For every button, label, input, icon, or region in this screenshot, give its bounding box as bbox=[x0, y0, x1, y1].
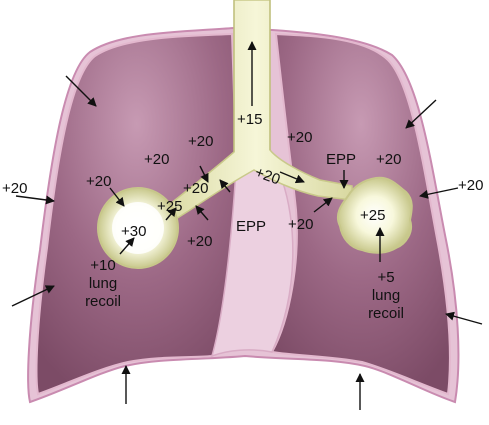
label-bronchus-left: +20 bbox=[183, 180, 208, 197]
trachea bbox=[158, 0, 353, 226]
epp-left-arrow bbox=[219, 179, 231, 193]
pressure-arrows bbox=[11, 41, 483, 410]
label-right-recoil-word1: lung bbox=[372, 287, 400, 304]
label-left-alveolus: +30 bbox=[121, 223, 146, 240]
bronchus-arrow-right bbox=[279, 171, 305, 184]
pleura-arrow-bronchus-bottom bbox=[195, 205, 209, 221]
label-outside-left: +20 bbox=[2, 180, 27, 197]
label-right-alveolus: +25 bbox=[360, 207, 385, 224]
label-left-bronchus-near-alveolus: +25 bbox=[157, 198, 182, 215]
label-outside-right: +20 bbox=[458, 177, 483, 194]
pleura-arrow-upper-right bbox=[405, 99, 437, 129]
pleura-arrow-right-bronchus bbox=[313, 197, 333, 213]
label-pleural-right-lower: +20 bbox=[288, 216, 313, 233]
pleura-arrow-mid-right bbox=[419, 187, 459, 199]
right-alveolus bbox=[336, 176, 413, 254]
pleura-arrow-bronchus-top bbox=[199, 165, 209, 183]
bronchus-arrow-left bbox=[165, 207, 177, 221]
pleura-arrow-upper-left bbox=[65, 75, 97, 107]
recoil-arrow-left bbox=[119, 237, 135, 255]
label-pleural-left-lower: +20 bbox=[187, 233, 212, 250]
left-alveolus-core bbox=[112, 202, 164, 254]
pleura-arrow-mid-left bbox=[15, 195, 55, 205]
label-pleural-bronchus-top: +20 bbox=[188, 133, 213, 150]
pressure-labels: +20 +20 +15 +20 +20 +20 +20 +20 +20 +25 … bbox=[2, 111, 483, 322]
label-right-recoil-value: +5 bbox=[377, 269, 394, 286]
pleura-arrow-lower-right bbox=[445, 311, 483, 325]
pleura-arrow-left-alveolus bbox=[109, 187, 125, 207]
label-pleural-upper-center: +20 bbox=[287, 129, 312, 146]
label-right-recoil-word2: recoil bbox=[368, 305, 404, 322]
airways bbox=[158, 0, 353, 226]
label-pleural-right-upper: +20 bbox=[376, 151, 401, 168]
pleura-arrow-lower-left bbox=[11, 285, 55, 307]
label-pleural-left-alveolus: +20 bbox=[86, 173, 111, 190]
label-left-recoil-word1: lung bbox=[89, 275, 117, 292]
label-trachea: +15 bbox=[237, 111, 262, 128]
label-epp-right: EPP bbox=[326, 151, 356, 168]
label-epp-left: EPP bbox=[236, 218, 266, 235]
label-left-recoil-value: +10 bbox=[90, 257, 115, 274]
label-pleural-left-upper: +20 bbox=[144, 151, 169, 168]
label-left-recoil-word2: recoil bbox=[85, 293, 121, 310]
trachea-tube bbox=[233, 0, 271, 152]
